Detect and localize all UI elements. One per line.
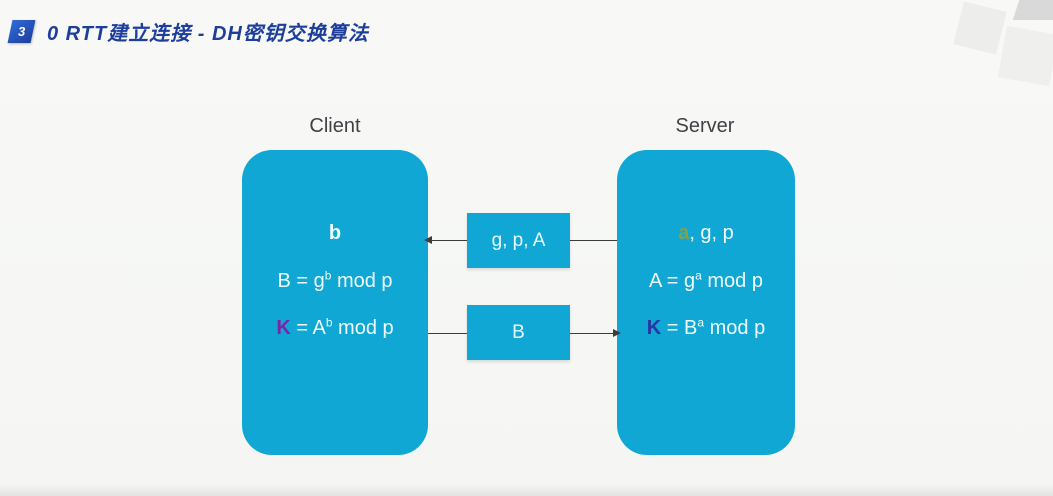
formula-exponent: a [697,315,705,330]
decor-corner-shape [1012,0,1053,20]
arrow-line [570,333,615,334]
server-key-formula: K = Ba mod p [617,315,795,340]
arrow-line [430,240,467,241]
formula-text: mod p [704,317,766,339]
formula-text: mod p [332,317,394,339]
arrow-line [428,333,467,334]
shared-key-symbol: K [276,317,291,339]
formula-text: B = g [277,270,325,292]
client-label: Client [309,115,361,137]
server-secret-value: a [678,222,690,244]
formula-text: = A [290,317,326,339]
arrowhead-left-icon [424,236,432,244]
server-public-formula: A = ga mod p [617,268,795,293]
bottom-shade [0,484,1053,496]
slide-number: 3 [17,24,26,39]
formula-text: , g, p [689,222,734,244]
slide-header: 3 0 RTT建立连接 - DH密钥交换算法 [7,17,369,46]
client-key-formula: K = Ab mod p [242,315,428,340]
server-node: a, g, p A = ga mod p K = Ba mod p [617,150,795,455]
client-secret-value: b [328,222,342,244]
formula-text: mod p [701,270,763,292]
slide-title: 0 RTT建立连接 - DH密钥交换算法 [47,23,369,45]
slide-number-badge: 3 [7,20,36,43]
decor-square-icon [953,1,1007,55]
formula-text: = B [661,317,698,339]
client-public-formula: B = gb mod p [242,268,428,293]
client-node: b B = gb mod p K = Ab mod p [242,150,428,455]
formula-exponent: a [695,268,702,283]
decor-square-icon [997,25,1053,87]
server-label: Server [675,115,735,137]
formula-text: mod p [331,270,393,292]
message-box-gpa: g, p, A [467,213,570,268]
arrow-line [570,240,617,241]
shared-key-symbol: K [646,317,662,339]
message-box-b: B [467,305,570,360]
formula-exponent: b [325,315,333,330]
formula-text: A = g [649,270,696,292]
server-params-line: a, g, p [617,222,795,245]
arrowhead-right-icon [613,329,621,337]
formula-exponent: b [324,268,332,283]
